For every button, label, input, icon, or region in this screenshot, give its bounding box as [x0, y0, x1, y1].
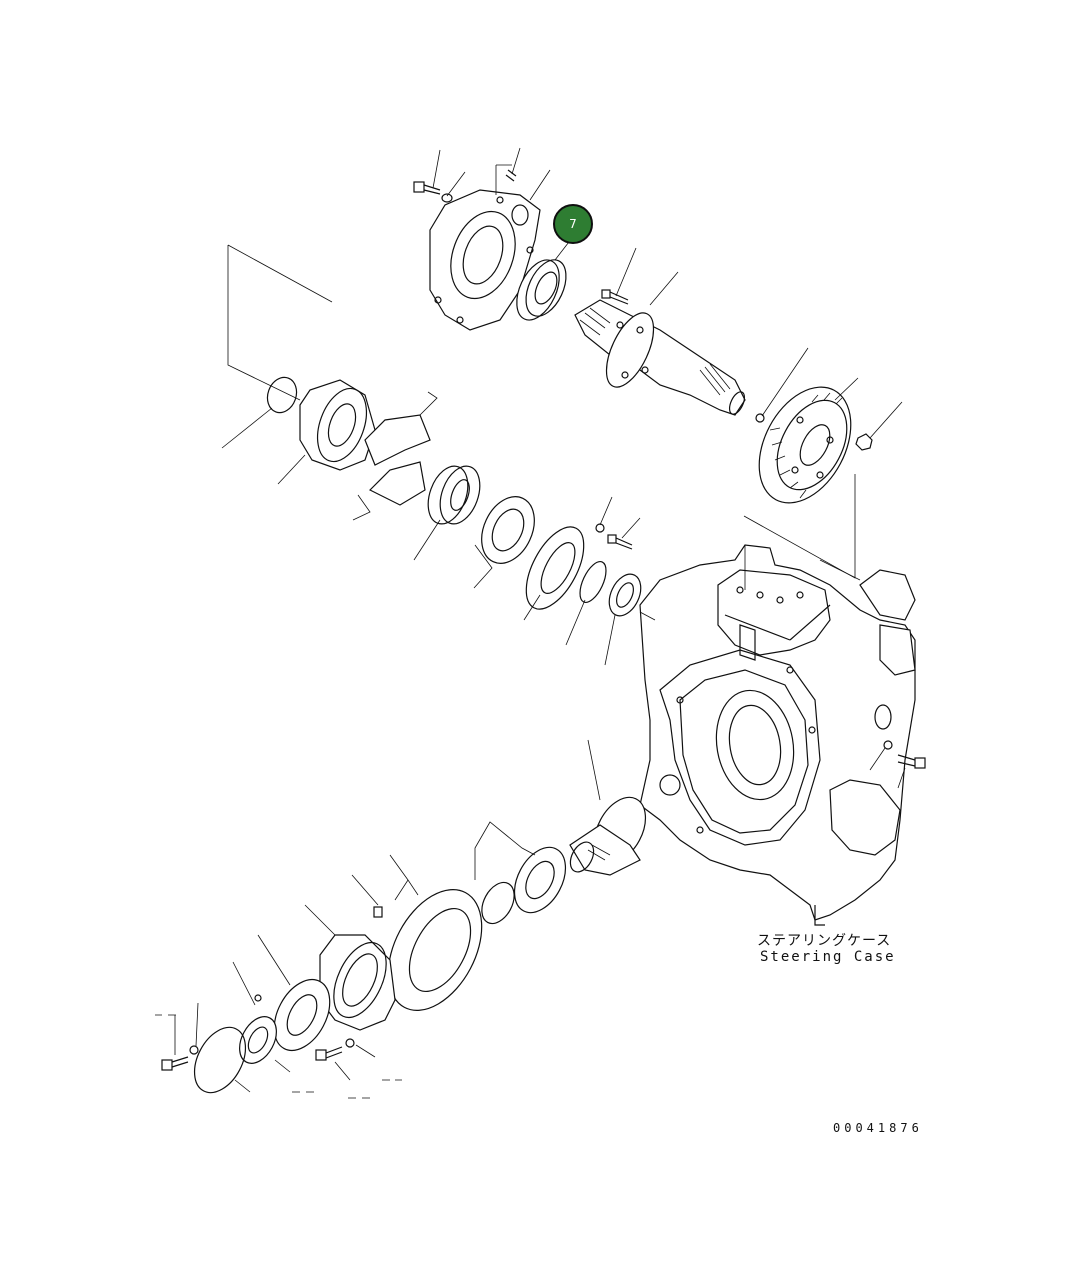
grease-nipple: [351, 874, 383, 918]
case-bolt: [869, 740, 926, 789]
upper-bolt: [413, 149, 466, 203]
leader-line: [529, 169, 551, 201]
cage: [277, 379, 376, 485]
steering-case-label-en: Steering Case: [760, 949, 896, 965]
small-bolt: [595, 496, 641, 550]
bearing-callout-7: [516, 237, 573, 321]
lower-bearing: [474, 821, 567, 925]
callout-badge-7[interactable]: 7: [553, 204, 593, 244]
spacer-plate: [473, 496, 535, 589]
shim-set: [352, 391, 438, 521]
small-washer: [755, 413, 765, 423]
bevel-gear: [758, 347, 859, 504]
collar: [604, 573, 642, 666]
shaft-bolt: [601, 289, 629, 305]
bracket-line: [227, 244, 333, 401]
pinion-shaft: [574, 247, 746, 416]
outer-bearing: [257, 934, 331, 1051]
flange-ring: [523, 526, 585, 621]
o-ring: [221, 376, 298, 449]
steering-case-label-jp: ステアリングケース: [757, 933, 892, 949]
end-cover: [193, 1026, 251, 1094]
gear-nut: [855, 401, 903, 451]
lower-cage: [387, 854, 483, 1011]
inner-bearing: [413, 465, 481, 561]
lower-bolt-right: [292, 1038, 402, 1099]
steering-case: [639, 474, 916, 926]
dowel-pin: [495, 147, 521, 195]
upper-cover: [429, 189, 541, 331]
drawing-number: 00041876: [833, 1121, 923, 1135]
lock-nut: [232, 961, 291, 1073]
lower-pinion: [569, 739, 647, 876]
lower-bolt-left: [155, 1002, 199, 1071]
snap-ring: [565, 561, 607, 646]
